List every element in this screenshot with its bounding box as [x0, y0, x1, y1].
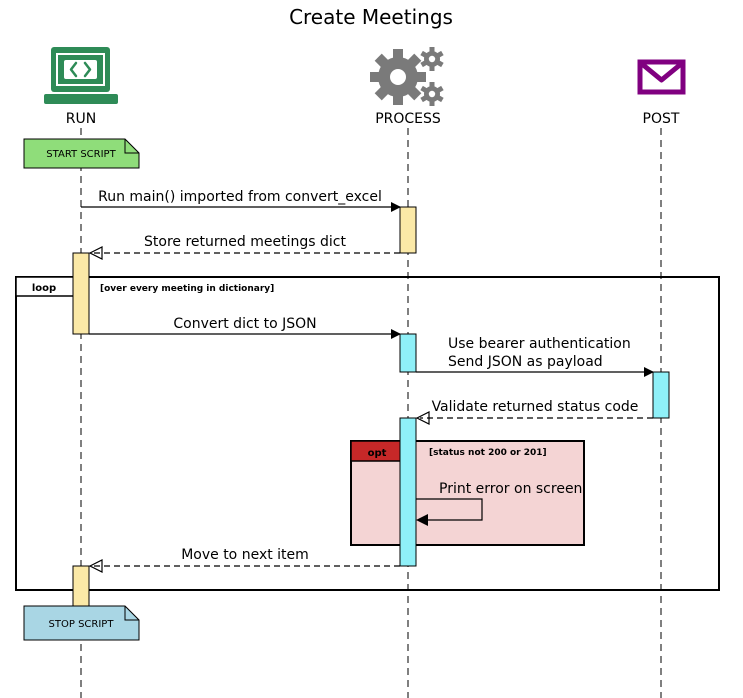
message-label-2: Store returned meetings dict [144, 234, 346, 250]
opt-fragment: opt [status not 200 or 201] [350, 440, 585, 546]
gears-icon [370, 47, 444, 106]
opt-guard-label: [status not 200 or 201] [429, 448, 547, 458]
message-label-4b: Send JSON as payload [448, 354, 603, 370]
diagram-title: Create Meetings [289, 5, 453, 29]
activation-run-1-top [72, 252, 90, 335]
activation-run-2 [72, 565, 90, 607]
laptop-code-icon [44, 47, 118, 104]
message-label-7: Move to next item [181, 547, 309, 563]
loop-operator-label: loop [32, 283, 56, 294]
activation-process-2 [399, 333, 417, 373]
start-script-note: START SCRIPT [23, 138, 140, 169]
self-arrowhead-6 [416, 514, 428, 526]
envelope-icon [637, 59, 686, 95]
return-arrowhead-5 [415, 411, 430, 425]
message-label-1: Run main() imported from convert_excel [98, 189, 382, 205]
message-label-4a: Use bearer authentication [448, 336, 631, 352]
message-arrow-6 [416, 498, 483, 521]
stop-script-label: STOP SCRIPT [49, 619, 115, 630]
participant-process-label: PROCESS [375, 111, 441, 127]
activation-post [652, 371, 670, 419]
message-label-3: Convert dict to JSON [173, 316, 316, 332]
message-label-6: Print error on screen [439, 481, 582, 497]
activation-process-1 [399, 206, 417, 254]
stop-script-note: STOP SCRIPT [23, 605, 140, 641]
loop-fragment: loop [over every meeting in dictionary] [15, 276, 720, 591]
activation-process-3 [399, 417, 417, 567]
opt-operator-label: opt [368, 448, 387, 459]
loop-guard-label: [over every meeting in dictionary] [100, 284, 274, 294]
start-script-label: START SCRIPT [46, 149, 116, 160]
return-arrowhead-7 [88, 559, 103, 573]
participant-post-label: POST [643, 111, 680, 127]
participant-run-label: RUN [66, 111, 96, 127]
message-label-5: Validate returned status code [432, 399, 639, 415]
return-arrowhead-2 [88, 246, 103, 260]
